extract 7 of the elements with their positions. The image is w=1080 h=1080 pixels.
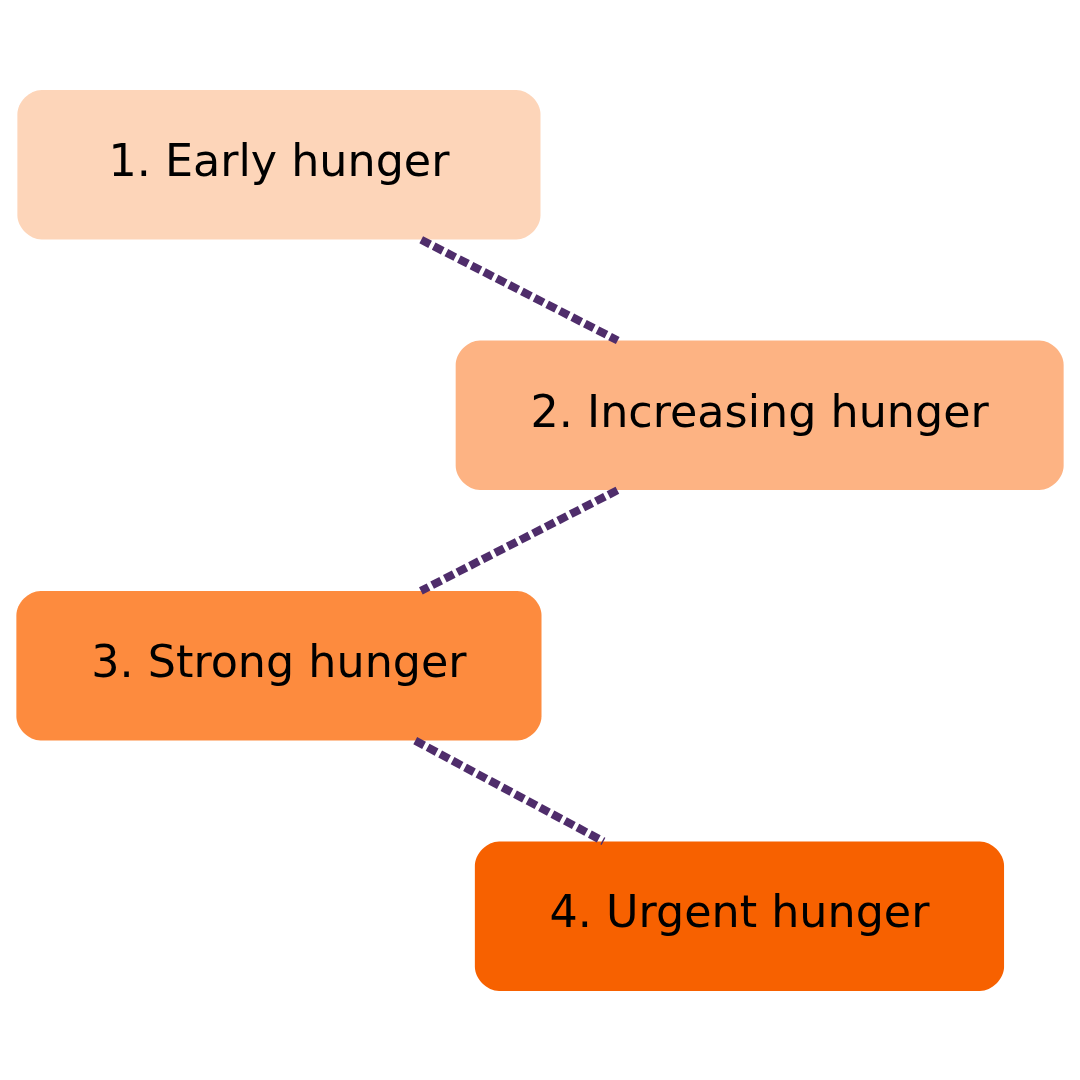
connector <box>419 235 620 344</box>
connector <box>413 736 606 845</box>
node-box: 4. Urgent hunger <box>474 840 1005 991</box>
connector <box>419 486 620 595</box>
node-box: 2. Increasing hunger <box>455 340 1064 490</box>
node-box: 1. Early hunger <box>17 89 541 240</box>
node-box: 3. Strong hunger <box>16 590 542 740</box>
